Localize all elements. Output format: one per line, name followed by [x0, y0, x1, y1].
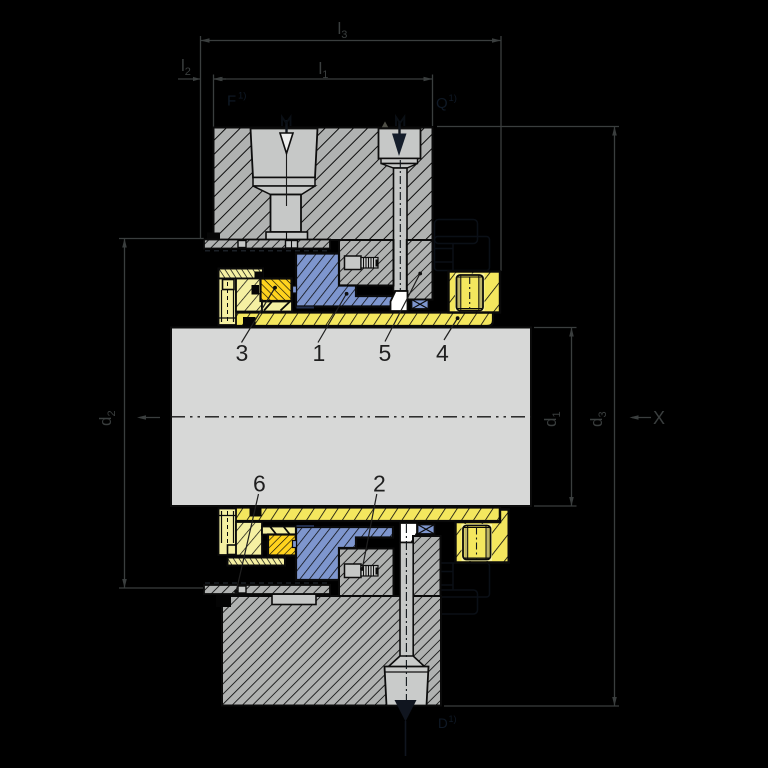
svg-text:l1: l1 [319, 59, 329, 81]
svg-text:5: 5 [379, 340, 392, 366]
svg-text:l3: l3 [338, 19, 348, 41]
svg-text:Q: Q [436, 95, 448, 112]
svg-text:1): 1) [449, 714, 457, 724]
svg-text:D: D [438, 716, 448, 731]
svg-text:3: 3 [236, 340, 249, 366]
svg-text:F: F [227, 93, 236, 110]
svg-text:X: X [653, 408, 665, 428]
svg-text:1: 1 [313, 340, 326, 366]
svg-text:4: 4 [436, 340, 449, 366]
svg-text:2: 2 [373, 471, 386, 497]
svg-text:1): 1) [238, 91, 246, 102]
svg-text:1): 1) [449, 93, 457, 104]
svg-text:6: 6 [253, 471, 266, 497]
svg-text:l2: l2 [181, 56, 191, 78]
